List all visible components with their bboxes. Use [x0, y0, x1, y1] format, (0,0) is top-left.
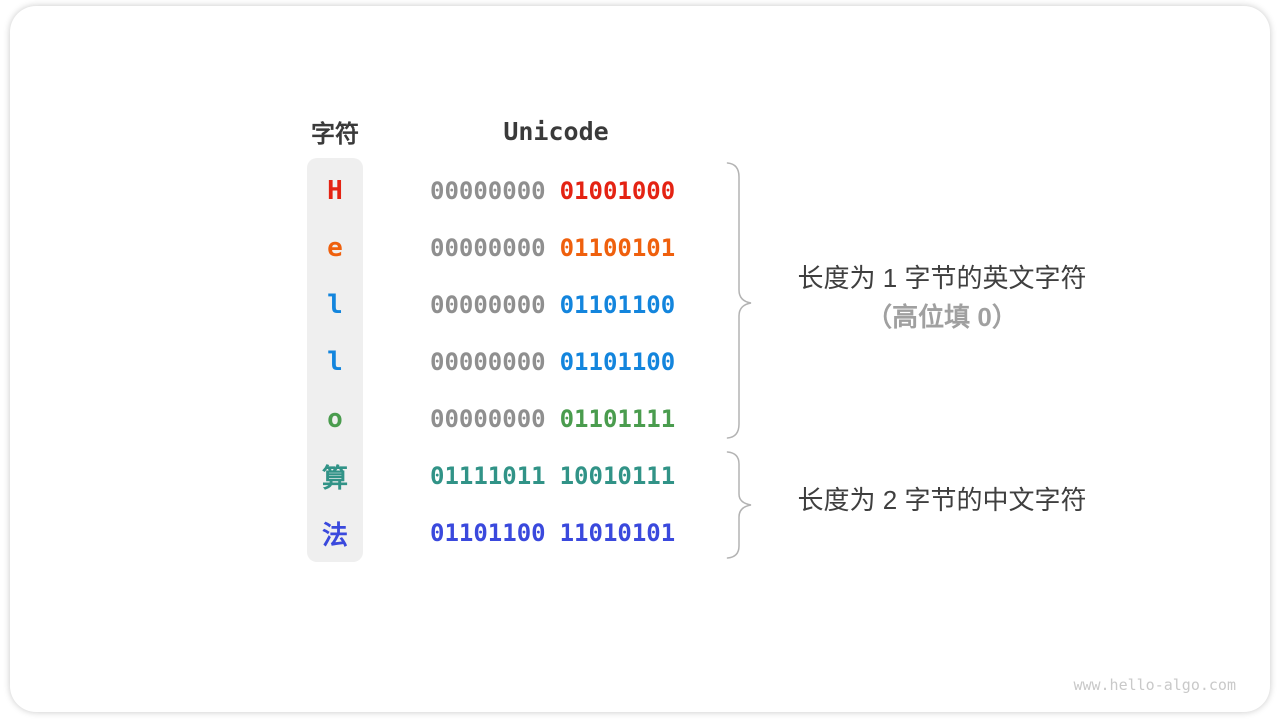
annotation-line: 长度为 2 字节的中文字符 — [797, 485, 1087, 515]
character: 算 — [321, 463, 348, 494]
unicode-binary: 00000000 01101100 — [430, 277, 675, 333]
byte-high: 00000000 — [430, 291, 546, 319]
character: e — [327, 233, 343, 263]
character: 法 — [321, 520, 348, 551]
character: o — [327, 404, 343, 434]
byte-low: 01101100 — [559, 348, 676, 376]
byte-low: 01100101 — [559, 234, 676, 262]
unicode-binary: 01101100 11010101 — [430, 505, 675, 561]
table-row: 法 01101100 11010101 — [0, 505, 1280, 561]
unicode-binary: 00000000 01001000 — [430, 163, 675, 219]
column-header-character: 字符 — [311, 120, 359, 148]
character: H — [327, 176, 343, 206]
byte-low: 01001000 — [559, 177, 676, 205]
table-row: l 00000000 01101100 — [0, 334, 1280, 390]
character-column-background — [307, 158, 363, 562]
annotation-english-chars: 长度为 1 字节的英文字符 （高位填 0） — [798, 259, 1087, 337]
byte-low: 10010111 — [559, 462, 676, 490]
table-row: 算 01111011 10010111 — [0, 448, 1280, 504]
byte-low: 11010101 — [559, 519, 676, 547]
unicode-binary: 00000000 01101100 — [430, 334, 675, 390]
byte-high: 00000000 — [430, 348, 546, 376]
annotation-chinese-chars: 长度为 2 字节的中文字符 — [798, 480, 1087, 520]
byte-high: 00000000 — [430, 405, 546, 433]
table-row: e 00000000 01100101 — [0, 220, 1280, 276]
column-header-unicode: Unicode — [503, 116, 609, 146]
character: l — [327, 347, 343, 377]
unicode-binary: 00000000 01100101 — [430, 220, 675, 276]
table-row: l 00000000 01101100 — [0, 277, 1280, 333]
byte-low: 01101100 — [559, 291, 676, 319]
unicode-binary: 00000000 01101111 — [430, 391, 675, 447]
table-row: o 00000000 01101111 — [0, 391, 1280, 447]
watermark: www.hello-algo.com — [1073, 676, 1236, 694]
diagram-card — [10, 6, 1270, 712]
byte-high: 01101100 — [430, 519, 546, 547]
byte-high: 00000000 — [430, 177, 546, 205]
byte-high: 00000000 — [430, 234, 546, 262]
byte-high: 01111011 — [430, 462, 546, 490]
character: l — [327, 290, 343, 320]
table-row: H 00000000 01001000 — [0, 163, 1280, 219]
annotation-line: 长度为 1 字节的英文字符 — [797, 263, 1087, 293]
unicode-binary: 01111011 10010111 — [430, 448, 675, 504]
annotation-line-note: （高位填 0） — [866, 302, 1018, 332]
byte-low: 01101111 — [559, 405, 676, 433]
